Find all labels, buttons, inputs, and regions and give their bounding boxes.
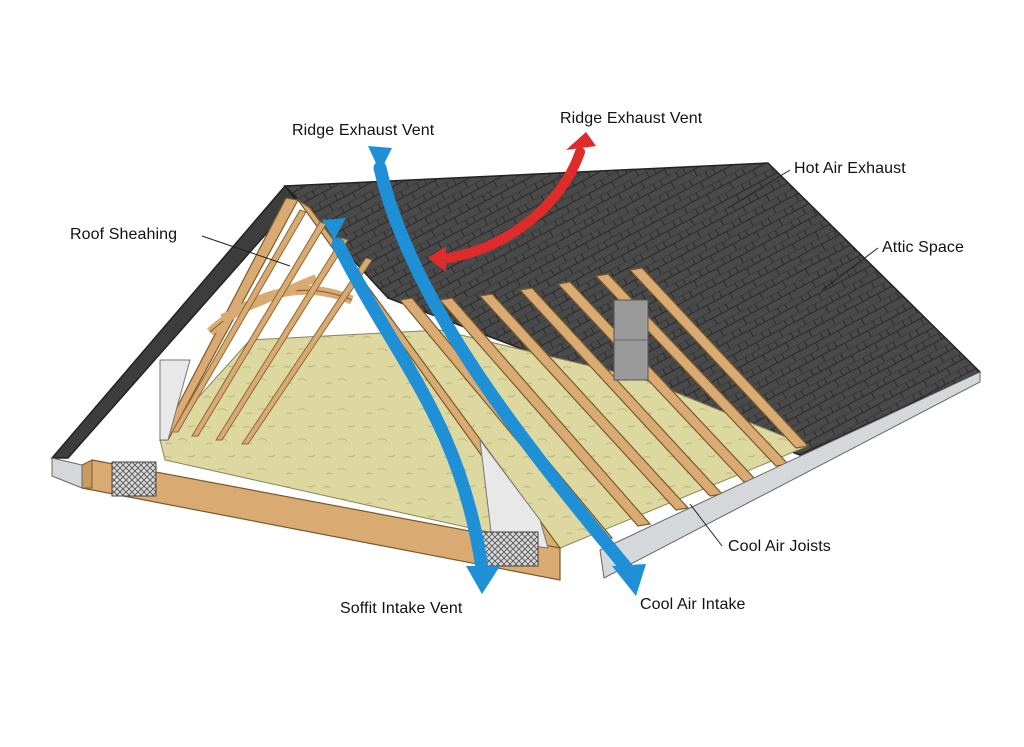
fascia-board bbox=[599, 371, 981, 579]
attic-space-label: Attic Space bbox=[882, 239, 965, 256]
ridge-exhaust-vent-label-left: Ridge Exhaust Vent bbox=[292, 122, 435, 139]
left-roof-edge bbox=[50, 184, 297, 459]
hot-air-arrow bbox=[443, 147, 585, 263]
roof-sheathing-label: Roof Sheahing bbox=[70, 226, 178, 243]
cool-air-joists-label: Cool Air Joists bbox=[728, 538, 831, 555]
cool-air-intake-label: Cool Air Intake bbox=[640, 596, 746, 613]
soffit-vent-left bbox=[111, 461, 157, 497]
hot-air-exhaust-label: Hot Air Exhaust bbox=[794, 160, 906, 177]
cool-air-arrows bbox=[331, 161, 637, 579]
soffit-intake-vent-label: Soffit Intake Vent bbox=[340, 600, 463, 617]
ridge-exhaust-vent-label-right: Ridge Exhaust Vent bbox=[560, 110, 703, 127]
